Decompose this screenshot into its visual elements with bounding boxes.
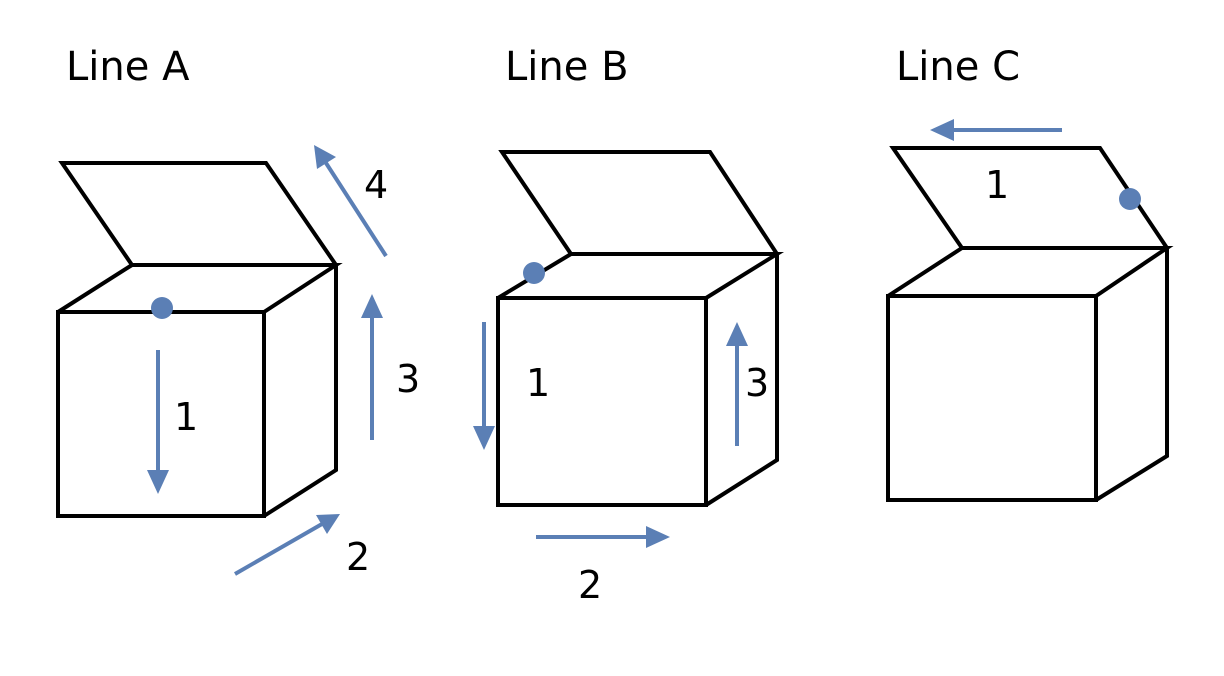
panel-title: Line C <box>896 44 1020 90</box>
step-arrow-1 <box>147 350 169 494</box>
step-label: 3 <box>745 361 769 405</box>
arrow-left-icon <box>930 119 954 141</box>
cube-side-face <box>1094 248 1169 502</box>
step-arrow-4 <box>314 145 388 258</box>
start-point-marker <box>151 297 173 319</box>
arrow-up-right-icon <box>316 514 340 534</box>
arrow-up-icon <box>726 322 748 346</box>
cube-outline <box>496 150 785 507</box>
panel-line-c: Line C 1 <box>886 44 1174 502</box>
panel-line-a: Line A 1 2 3 4 <box>56 44 420 579</box>
cube-outline <box>56 161 343 518</box>
arrow-up-icon <box>361 294 383 318</box>
arrow-down-icon <box>147 470 169 494</box>
step-label: 2 <box>578 563 602 607</box>
step-label: 3 <box>396 357 420 401</box>
step-label: 1 <box>526 361 550 405</box>
step-label: 2 <box>346 535 370 579</box>
step-arrow-3 <box>726 322 748 446</box>
cube-side-face <box>704 254 779 507</box>
step-arrow-2 <box>536 526 670 548</box>
step-label: 1 <box>985 163 1009 207</box>
step-label: 4 <box>364 163 388 207</box>
cube-top-face <box>886 246 1174 298</box>
arrow-right-icon <box>646 526 670 548</box>
cube-side-face <box>262 265 338 518</box>
cube-lid-flap <box>498 150 779 256</box>
panel-line-b: Line B 1 2 3 <box>473 44 785 607</box>
cube-front-face <box>886 294 1098 502</box>
start-point-marker <box>1119 188 1141 210</box>
panel-title: Line A <box>66 44 190 90</box>
step-arrow-1 <box>473 322 495 450</box>
start-point-marker <box>523 262 545 284</box>
arrow-down-icon <box>473 426 495 450</box>
step-label: 1 <box>174 395 198 439</box>
arrow-up-left-icon <box>314 145 336 169</box>
step-arrow-3 <box>361 294 383 440</box>
panel-title: Line B <box>505 44 629 90</box>
cube-lid-flap <box>58 161 338 267</box>
step-arrow-2 <box>234 514 340 576</box>
step-arrow-1 <box>930 119 1062 141</box>
cube-top-face <box>56 263 343 314</box>
